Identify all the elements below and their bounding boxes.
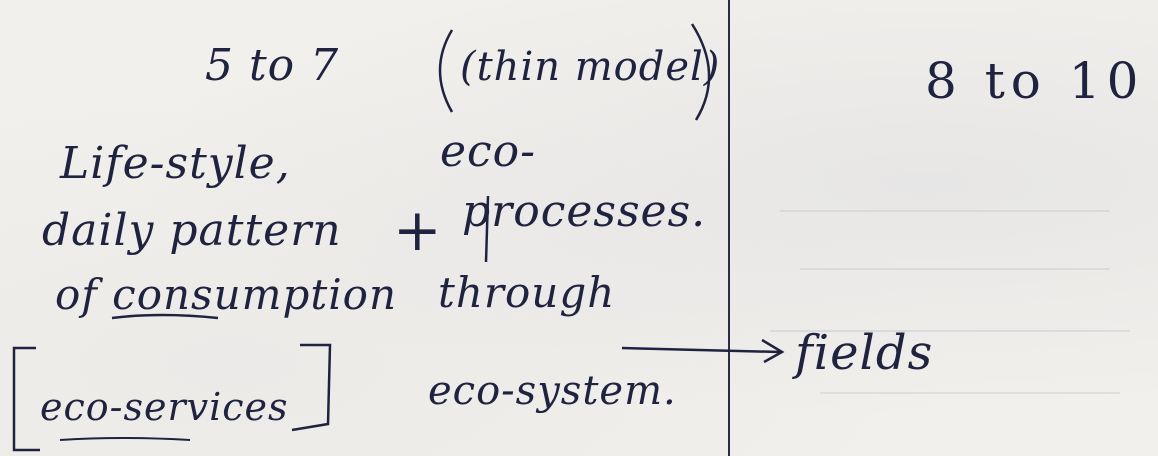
eco-prefix-text: eco- <box>440 126 537 177</box>
arrow-line <box>621 346 781 354</box>
lifestyle-text: Life-style, <box>60 138 291 189</box>
plus-sign: + <box>393 196 443 264</box>
column-divider <box>728 0 730 456</box>
right-range-heading: 8 to 10 <box>925 52 1145 110</box>
fields-text: fields <box>795 325 934 381</box>
daily-pattern-text: daily pattern <box>42 205 342 256</box>
paren-right-big <box>690 23 711 121</box>
bracket-right <box>291 343 332 432</box>
left-range-heading: 5 to 7 <box>205 40 340 91</box>
eco-system-text: eco-system. <box>428 368 677 414</box>
plus-connector <box>484 195 490 263</box>
paren-left-big <box>438 29 454 113</box>
bracket-left <box>12 346 40 452</box>
model-label: (thin model) <box>460 44 721 90</box>
consumption-underline <box>111 313 219 320</box>
eco-services-term: eco-services <box>40 385 289 429</box>
arrow-head <box>761 338 785 364</box>
consumption-text: of consumption <box>55 270 398 319</box>
through-text: through <box>438 268 616 317</box>
bleed-through-marks <box>760 0 1158 456</box>
services-underline <box>59 437 191 441</box>
processes-text: processes. <box>462 186 707 237</box>
